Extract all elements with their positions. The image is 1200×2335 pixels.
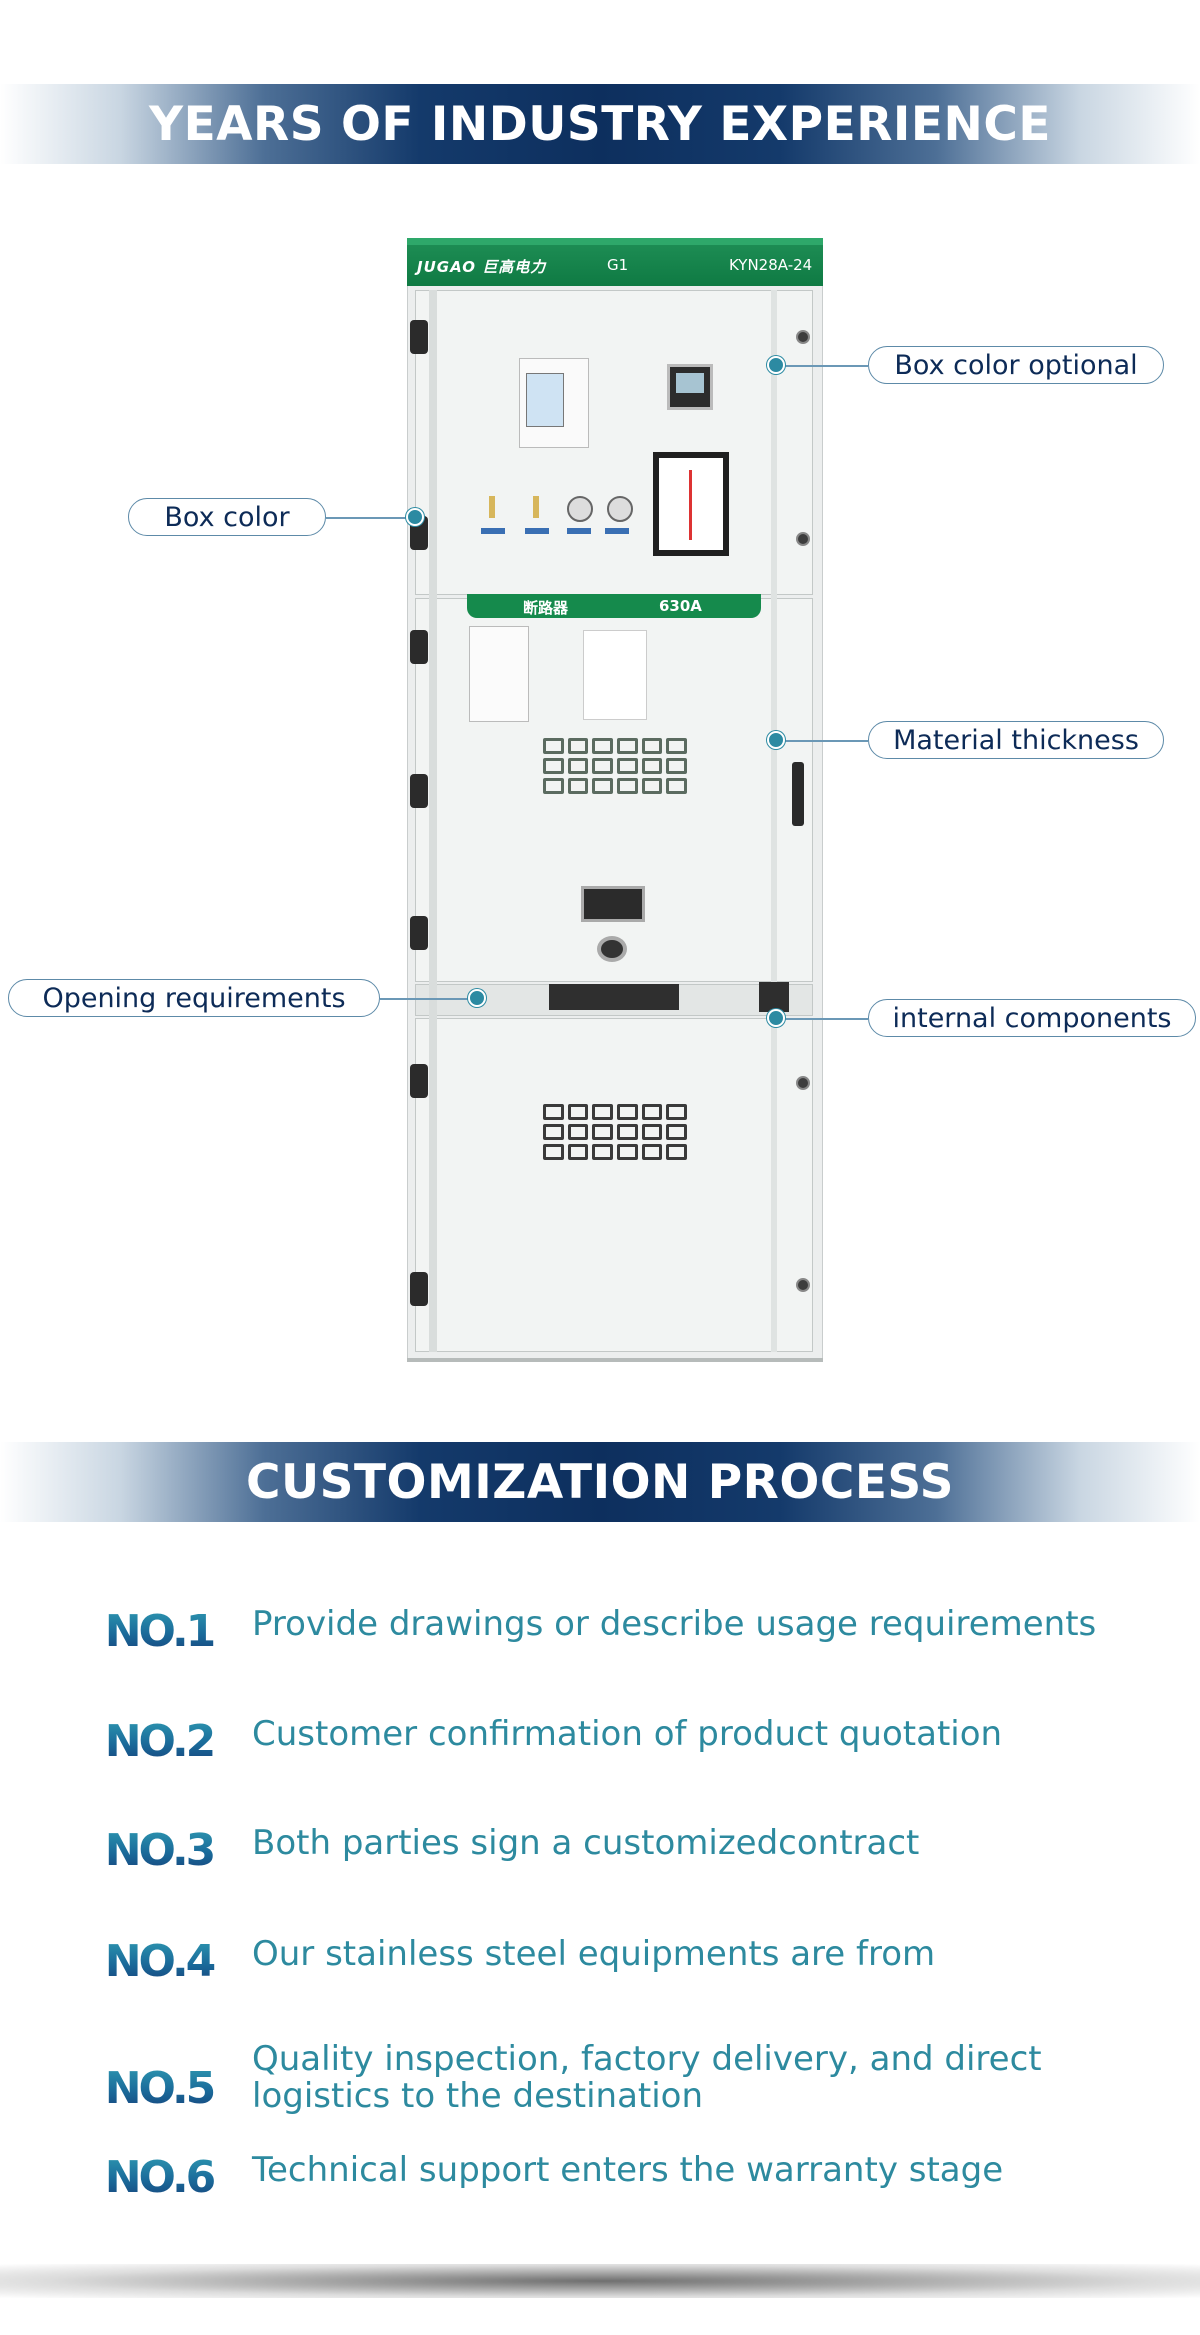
process-step: NO.6 Technical support enters the warran… [0,2152,1200,2232]
protection-relay [519,358,589,448]
hinge-icon [410,320,428,354]
breaker-label: 断路器 [523,599,569,617]
breaker-rating: 630A [659,597,702,615]
process-step: NO.2 Customer confirmation of product qu… [0,1716,1200,1796]
cabinet-brand-logo: JUGAO 巨高电力 [417,258,547,276]
process-step: NO.3 Both parties sign a customizedcontr… [0,1825,1200,1905]
callout-leader-line [326,517,412,519]
bolt-icon [796,330,810,344]
process-step: NO.1 Provide drawings or describe usage … [0,1606,1200,1686]
step-text: Technical support enters the warranty st… [252,2150,1004,2190]
step-text: Customer confirmation of product quotati… [252,1714,1003,1754]
step-text: Our stainless steel equipments are from [252,1934,936,1974]
vent-grille [543,738,687,794]
callout-marker-dot [767,356,785,374]
callout-box-color-optional: Box color optional [868,346,1164,384]
selector-switch-icon [607,496,633,522]
instrument-compartment-door [415,290,813,595]
process-step: NO.5 Quality inspection, factory deliver… [0,2041,1200,2121]
cabinet-base [407,1358,823,1362]
step-number: NO.4 [84,1936,234,1987]
callout-leader-line [776,365,868,367]
callout-leader-line [776,740,868,742]
label-tag [481,528,505,534]
callout-label: internal components [892,1002,1172,1034]
callout-internal-components: internal components [868,999,1196,1037]
breaker-label-bar: 断路器 630A [467,594,761,618]
callout-opening-requirements: Opening requirements [8,979,380,1017]
step-number: NO.3 [84,1825,234,1876]
bolt-icon [796,532,810,546]
callout-marker-dot [468,989,486,1007]
callout-label: Opening requirements [42,982,346,1014]
label-tag [605,528,629,534]
callout-box-color: Box color [128,498,326,536]
bolt-icon [796,1076,810,1090]
step-number: NO.1 [84,1606,234,1657]
cabinet-header-strip: JUGAO 巨高电力 G1 KYN28A-24 [407,238,823,286]
bolt-icon [796,1278,810,1292]
nameplate [581,886,645,922]
experience-banner-title: YEARS OF INDUSTRY EXPERIENCE [149,96,1051,152]
indicator-lamp-icon [533,496,539,518]
hinge-icon [410,1064,428,1098]
callout-marker-dot [767,731,785,749]
step-number: NO.2 [84,1716,234,1767]
selector-switch-icon [567,496,593,522]
cable-compartment-door [415,1018,813,1352]
vent-grille [543,1104,687,1160]
mimic-display [653,452,729,556]
operation-notice-sheet [469,626,529,722]
step-number: NO.5 [84,2063,234,2114]
step-number: NO.6 [84,2152,234,2203]
step-text: Provide drawings or describe usage requi… [252,1604,1097,1644]
multifunction-meter [667,364,713,410]
indicator-lamp-icon [489,496,495,518]
operating-hole-icon [597,936,627,962]
hinge-icon [410,916,428,950]
callout-label: Box color optional [894,349,1138,381]
hinge-icon [410,630,428,664]
wiring-diagram-sheet [583,630,647,720]
step-text: Quality inspection, factory delivery, an… [252,2039,1042,2116]
label-tag [525,528,549,534]
left-rail [429,290,437,1352]
callout-leader-line [776,1018,868,1020]
footer-shadow-divider [0,2264,1200,2298]
hinge-icon [410,1272,428,1306]
process-step: NO.4 Our stainless steel equipments are … [0,1936,1200,2016]
process-banner-title: CUSTOMIZATION PROCESS [245,1454,955,1510]
right-rail [771,290,777,1352]
callout-marker-dot [406,508,424,526]
label-tag [567,528,591,534]
hinge-icon [410,774,428,808]
callout-marker-dot [767,1009,785,1027]
callout-label: Material thickness [893,724,1139,756]
experience-banner: YEARS OF INDUSTRY EXPERIENCE [0,84,1200,164]
interlock-icon [759,982,789,1012]
process-banner: CUSTOMIZATION PROCESS [0,1442,1200,1522]
callout-label: Box color [164,501,290,533]
cabinet-model-number: KYN28A-24 [729,256,813,274]
step-text: Both parties sign a customizedcontract [252,1823,920,1863]
callout-material-thickness: Material thickness [868,721,1164,759]
switchgear-cabinet-image: JUGAO 巨高电力 G1 KYN28A-24 断路器 630A [407,238,823,1362]
cabinet-panel-code: G1 [607,256,629,274]
door-handle-icon [792,762,804,826]
warning-plate [549,984,679,1010]
callout-leader-line [380,998,476,1000]
